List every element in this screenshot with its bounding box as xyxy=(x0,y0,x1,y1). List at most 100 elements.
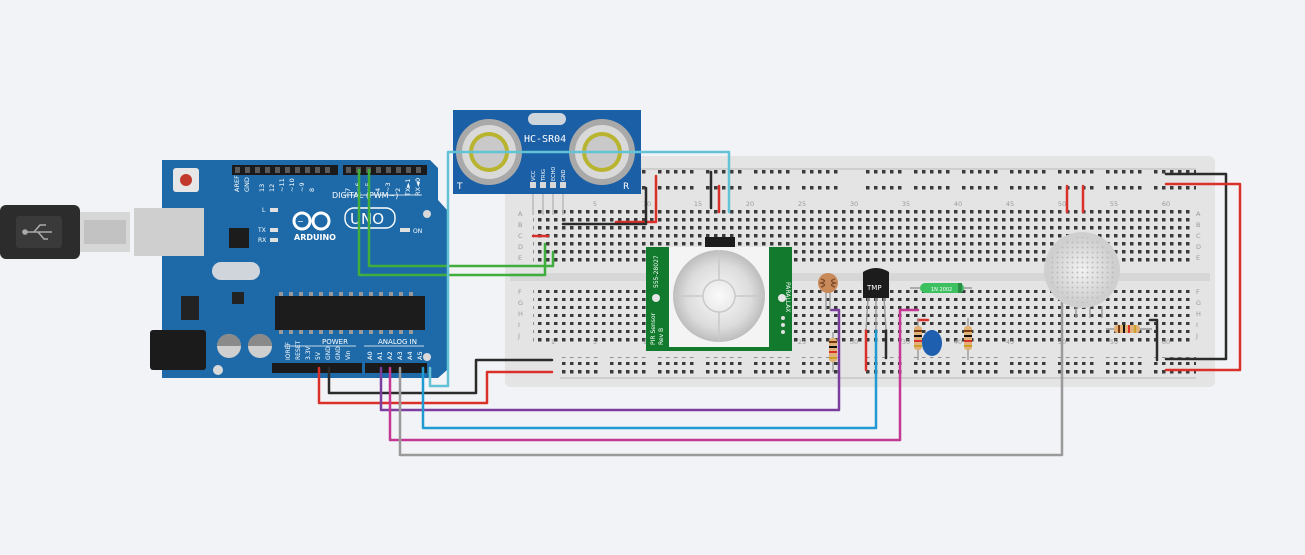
pin-label: RESET xyxy=(295,340,302,360)
uno-model-text: UNO xyxy=(350,210,384,228)
row-letter: B xyxy=(1196,221,1200,229)
led-rx xyxy=(270,238,278,242)
col-number: 15 xyxy=(694,200,702,208)
usb-chip xyxy=(229,228,249,248)
pir-motion-sensor[interactable]: 555-28027 PARALLAX PIR Sensor Rev B xyxy=(646,237,792,351)
diode[interactable]: 1N 2002 xyxy=(910,283,972,293)
row-letter: C xyxy=(518,232,523,240)
led-on xyxy=(400,228,410,232)
col-number: 60 xyxy=(1162,200,1170,208)
header-analog[interactable] xyxy=(365,363,427,373)
tmp-temperature-sensor[interactable]: TMP xyxy=(863,268,889,331)
resistor-1[interactable] xyxy=(914,318,922,360)
power-pin-labels: IOREF RESET 3.3V 5V GND GND Vin xyxy=(285,340,352,360)
crystal xyxy=(528,113,566,125)
col-number: 55 xyxy=(1110,200,1118,208)
transmitter-label: T xyxy=(456,182,463,192)
arduino-brand-text: ARDUINO xyxy=(294,233,336,242)
col-number: 60 xyxy=(1162,338,1170,346)
analog-header-title: ANALOG IN xyxy=(378,338,417,346)
col-number: 40 xyxy=(954,338,962,346)
power-header-title: POWER xyxy=(322,338,348,346)
row-letter: F xyxy=(518,288,522,296)
crystal-oscillator xyxy=(212,262,260,280)
small-chip xyxy=(232,292,244,304)
row-letter: J xyxy=(517,332,520,340)
row-letter: A xyxy=(518,210,523,218)
row-letter: E xyxy=(518,254,522,262)
led-l xyxy=(270,208,278,212)
col-number: 20 xyxy=(746,200,754,208)
pir-model-label: 555-28027 xyxy=(653,255,660,288)
pin-label: A3 xyxy=(396,351,404,360)
wire-5v-red[interactable] xyxy=(317,366,554,405)
pir-side-label: PIR Sensor xyxy=(650,312,657,345)
voltage-regulator xyxy=(181,296,199,320)
row-letter: I xyxy=(1196,321,1198,329)
wire-pir-cyan[interactable] xyxy=(428,150,731,388)
wire-trig-green[interactable] xyxy=(357,168,547,277)
logo-minus: − xyxy=(297,217,304,226)
wire-a4-blue[interactable] xyxy=(421,328,878,430)
resistor-2[interactable] xyxy=(964,318,972,360)
pin-label: GND xyxy=(325,346,332,360)
receiver-label: R xyxy=(623,182,629,192)
col-number: 45 xyxy=(1006,338,1014,346)
wire-rail-red-right-loop[interactable] xyxy=(1164,182,1242,372)
pir-rev-label: Rev B xyxy=(658,328,665,345)
digital-header-title: DIGITAL (PWM~) xyxy=(332,191,398,200)
pin-label: RX◄0 xyxy=(414,178,422,196)
gas-sensor[interactable] xyxy=(1044,232,1120,318)
wire-echo-green[interactable] xyxy=(367,168,555,268)
resistor-3[interactable] xyxy=(1106,325,1152,333)
pin-label: ~10 xyxy=(288,178,296,192)
wire-rail-black-top-left[interactable] xyxy=(561,186,648,226)
arduino-uno-board[interactable]: AREF GND 13 12 ~11 ~10 ~9 8 7 ~6 ~5 4 ~3… xyxy=(134,160,447,378)
led-tx-label: TX xyxy=(257,227,266,234)
pin-label: 4 xyxy=(374,188,382,192)
header-digital-right[interactable] xyxy=(343,165,427,175)
col-number: 25 xyxy=(798,338,806,346)
pin-label: 5V xyxy=(315,351,322,360)
fresnel-dome xyxy=(673,250,765,342)
wire-a2-magenta[interactable] xyxy=(388,308,920,442)
led-rx-label: RX xyxy=(258,237,266,244)
arduino-logo-icon xyxy=(292,211,331,231)
wire-gnd-black[interactable] xyxy=(327,358,554,395)
pin-label: TRIG xyxy=(541,169,547,182)
wire-rail-black-right[interactable] xyxy=(1164,172,1228,361)
col-number: 1 xyxy=(551,338,555,346)
usb-port xyxy=(134,208,204,256)
pin-label: VCC xyxy=(531,170,537,181)
pin-label: 8 xyxy=(308,188,316,192)
col-number: 45 xyxy=(1006,200,1014,208)
hc-sr04-label: HC-SR04 xyxy=(524,134,566,145)
row-letter: J xyxy=(1195,332,1198,340)
resistor-ldr[interactable] xyxy=(829,332,837,372)
col-number: 30 xyxy=(850,338,858,346)
dc-power-jack xyxy=(150,330,206,370)
row-letter: A xyxy=(1196,210,1201,218)
col-number: 40 xyxy=(954,200,962,208)
col-number: 5 xyxy=(593,338,597,346)
row-letter: E xyxy=(1196,254,1200,262)
wire-a1-purple[interactable] xyxy=(379,308,841,412)
analog-pin-labels: A0 A1 A2 A3 A4 A5 xyxy=(366,351,424,360)
ceramic-capacitor[interactable] xyxy=(922,330,942,356)
row-letter: D xyxy=(1196,243,1201,251)
pin-label: AREF xyxy=(233,175,241,192)
pin-label: 7 xyxy=(344,188,352,192)
reset-button-cap[interactable] xyxy=(180,174,192,186)
wire-rail-red-top-left[interactable] xyxy=(614,174,658,224)
wire-a3-gray[interactable] xyxy=(398,288,1064,457)
pin-label: ~11 xyxy=(278,178,286,192)
led-tx xyxy=(270,228,278,232)
wire-gas-black[interactable] xyxy=(1148,318,1159,362)
header-power[interactable] xyxy=(272,363,362,373)
pin-label: GND xyxy=(561,169,567,181)
photoresistor[interactable] xyxy=(818,273,838,310)
col-number: 55 xyxy=(1110,338,1118,346)
pin-label: 2 xyxy=(394,188,402,192)
col-number: 25 xyxy=(798,200,806,208)
